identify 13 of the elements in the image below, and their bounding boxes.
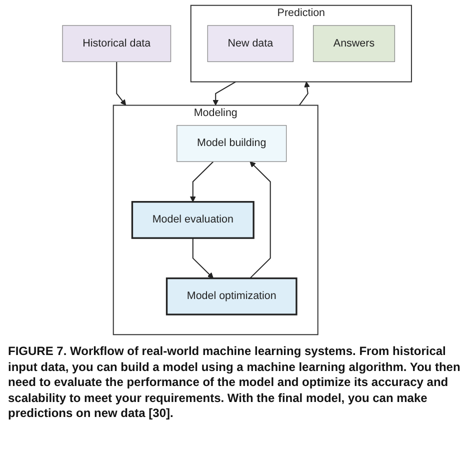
arrow [298, 82, 310, 106]
node-box: Model optimization [166, 277, 298, 316]
arrow [192, 238, 214, 279]
arrow [116, 62, 126, 106]
node-box: Model building [176, 125, 287, 162]
node-box: Historical data [62, 25, 172, 62]
node-box: Answers [312, 25, 396, 62]
arrow [190, 161, 214, 202]
figure-caption: FIGURE 7. Workflow of real-world machine learning systems. From historical input data, you can build a model using a machine learning algorithm. You then need to evaluate the performance of the model and optimize its accuracy and scalability to meet your requirements. With the final model, you can make predictions on new data [30]. [7, 343, 462, 422]
arrow [250, 161, 271, 279]
arrow [212, 81, 236, 106]
node-box: Model evaluation [131, 201, 254, 239]
node-box: New data [207, 25, 294, 62]
